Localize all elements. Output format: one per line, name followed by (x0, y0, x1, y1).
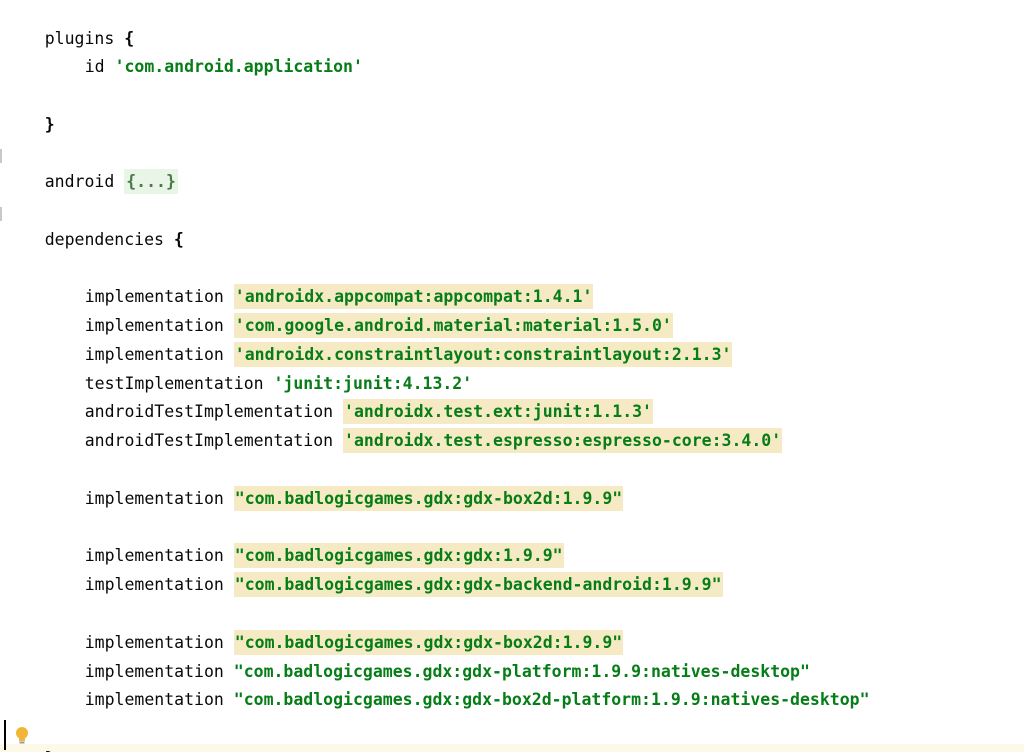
code-line-plugins-close[interactable]: } (5, 86, 55, 134)
dependency-string: "com.badlogicgames.gdx:gdx-box2d-platfor… (233, 690, 870, 709)
code-line-dependencies-close[interactable]: } (5, 720, 55, 752)
fold-marker-icon[interactable] (0, 207, 2, 221)
dependency-config: implementation (84, 345, 224, 364)
plugins-keyword: plugins (44, 29, 115, 48)
plugin-id-string: 'com.android.application' (114, 57, 363, 76)
dependency-string: "com.badlogicgames.gdx:gdx-platform:1.9.… (233, 662, 810, 681)
dependency-config: androidTestImplementation (84, 402, 334, 421)
code-line-dependency[interactable]: implementation "com.badlogicgames.gdx:gd… (5, 517, 564, 568)
code-line-dependency[interactable]: implementation "com.badlogicgames.gdx:gd… (5, 661, 870, 709)
code-line-plugins-open[interactable]: plugins { (5, 0, 134, 48)
fold-marker-icon[interactable] (0, 149, 2, 163)
dependency-config: implementation (84, 316, 224, 335)
dependency-config: implementation (84, 287, 224, 306)
dependency-string: "com.badlogicgames.gdx:gdx-box2d:1.9.9" (233, 486, 624, 511)
dependency-config: implementation (84, 489, 224, 508)
code-line-dependency[interactable]: implementation "com.badlogicgames.gdx:gd… (5, 546, 723, 597)
dependencies-keyword: dependencies (44, 230, 164, 249)
code-line-dependency[interactable]: implementation 'androidx.appcompat:appco… (5, 258, 594, 309)
lightbulb-icon[interactable] (15, 726, 29, 746)
code-line-dependency[interactable]: implementation 'androidx.constraintlayou… (5, 316, 733, 367)
dependency-config: implementation (84, 633, 224, 652)
plugins-close-brace: } (44, 115, 55, 134)
code-line-plugin-id[interactable]: id 'com.android.application' (5, 28, 363, 76)
folded-block[interactable]: {...} (124, 169, 178, 194)
dependencies-close-brace: } (45, 749, 55, 752)
dependency-string: 'androidx.test.espresso:espresso-core:3.… (343, 428, 783, 453)
code-line-dependency[interactable]: androidTestImplementation 'androidx.test… (5, 373, 653, 424)
dependency-string: 'androidx.constraintlayout:constraintlay… (233, 342, 733, 367)
dependency-string: "com.badlogicgames.gdx:gdx-backend-andro… (233, 572, 723, 597)
dependency-string: 'com.google.android.material:material:1.… (233, 313, 673, 338)
plugins-open-brace: { (124, 29, 135, 48)
code-line-dependency[interactable]: androidTestImplementation 'androidx.test… (5, 402, 783, 453)
dependency-config: implementation (84, 575, 224, 594)
text-caret (4, 720, 6, 750)
dependency-string: 'junit:junit:4.13.2' (273, 374, 473, 393)
android-keyword: android (44, 172, 115, 191)
dependency-string: 'androidx.test.ext:junit:1.1.3' (343, 399, 653, 424)
dependencies-open-brace: { (173, 230, 184, 249)
code-line-dependency[interactable]: implementation "com.badlogicgames.gdx:gd… (5, 460, 624, 511)
dependency-config: testImplementation (84, 374, 264, 393)
code-line-android[interactable]: android {...} (5, 143, 178, 194)
code-line-dependency[interactable]: implementation "com.badlogicgames.gdx:gd… (5, 604, 624, 655)
dependency-config: implementation (84, 662, 224, 681)
code-line-dependencies-open[interactable]: dependencies { (5, 201, 184, 249)
id-keyword: id (84, 57, 105, 76)
dependency-config: implementation (84, 546, 224, 565)
dependency-string: "com.badlogicgames.gdx:gdx-box2d:1.9.9" (233, 630, 624, 655)
code-line-dependency[interactable]: implementation "com.badlogicgames.gdx:gd… (5, 633, 810, 681)
code-line-dependency[interactable]: testImplementation 'junit:junit:4.13.2' (5, 345, 472, 393)
dependency-config: androidTestImplementation (84, 431, 334, 450)
dependency-string: "com.badlogicgames.gdx:gdx:1.9.9" (233, 543, 564, 568)
code-line-dependency[interactable]: implementation 'com.google.android.mater… (5, 287, 673, 338)
current-line-highlight (0, 744, 1024, 752)
dependency-config: implementation (84, 690, 224, 709)
dependency-string: 'androidx.appcompat:appcompat:1.4.1' (233, 284, 594, 309)
